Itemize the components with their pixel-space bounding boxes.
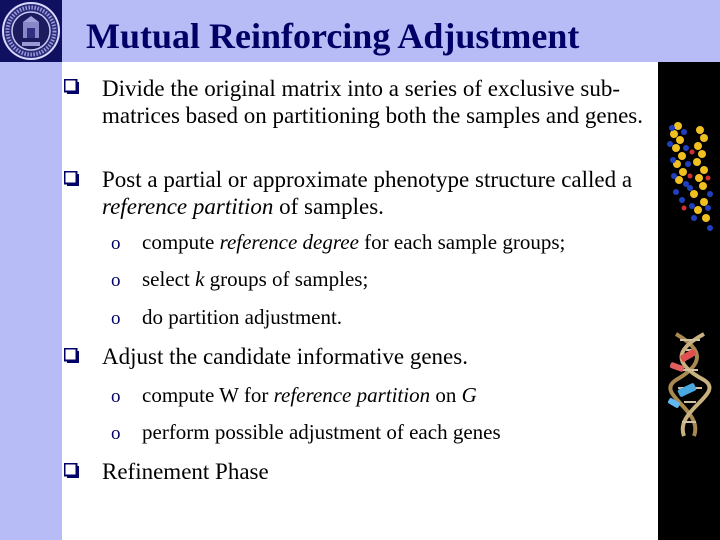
dna-helix-icon bbox=[668, 332, 712, 437]
sub-bullet-compute-w: compute W for reference partition on G bbox=[142, 383, 477, 407]
bullet-divide-matrix: Divide the original matrix into a series… bbox=[102, 76, 644, 128]
left-band bbox=[0, 62, 62, 540]
checkbox-bullet-icon bbox=[64, 348, 79, 363]
checkbox-bullet-icon bbox=[64, 463, 79, 478]
header-band bbox=[0, 0, 720, 62]
sub-bullet-mark: o bbox=[111, 386, 121, 407]
sub-bullet-partition-adjustment: do partition adjustment. bbox=[142, 305, 343, 329]
sub-bullet-reference-degree: compute reference degree for each sample… bbox=[142, 230, 566, 254]
protein-structure-icon bbox=[667, 122, 713, 231]
bullet-adjust-genes: Adjust the candidate informative genes. bbox=[102, 344, 468, 369]
sub-bullet-select-groups: select k groups of samples; bbox=[142, 267, 369, 291]
sub-bullet-mark: o bbox=[111, 270, 121, 291]
sub-bullet-mark: o bbox=[111, 308, 121, 329]
bullet-post-partition: Post a partial or approximate phenotype … bbox=[102, 167, 633, 219]
sub-bullet-mark: o bbox=[111, 233, 121, 254]
slide-title: Mutual Reinforcing Adjustment bbox=[86, 16, 580, 56]
bullet-refinement-phase: Refinement Phase bbox=[102, 459, 269, 484]
sub-bullet-mark: o bbox=[111, 423, 121, 444]
university-seal-icon bbox=[0, 0, 62, 62]
sub-bullet-perform-adjustment: perform possible adjustment of each gene… bbox=[142, 420, 501, 444]
checkbox-bullet-icon bbox=[64, 79, 79, 94]
checkbox-bullet-icon bbox=[64, 171, 79, 186]
